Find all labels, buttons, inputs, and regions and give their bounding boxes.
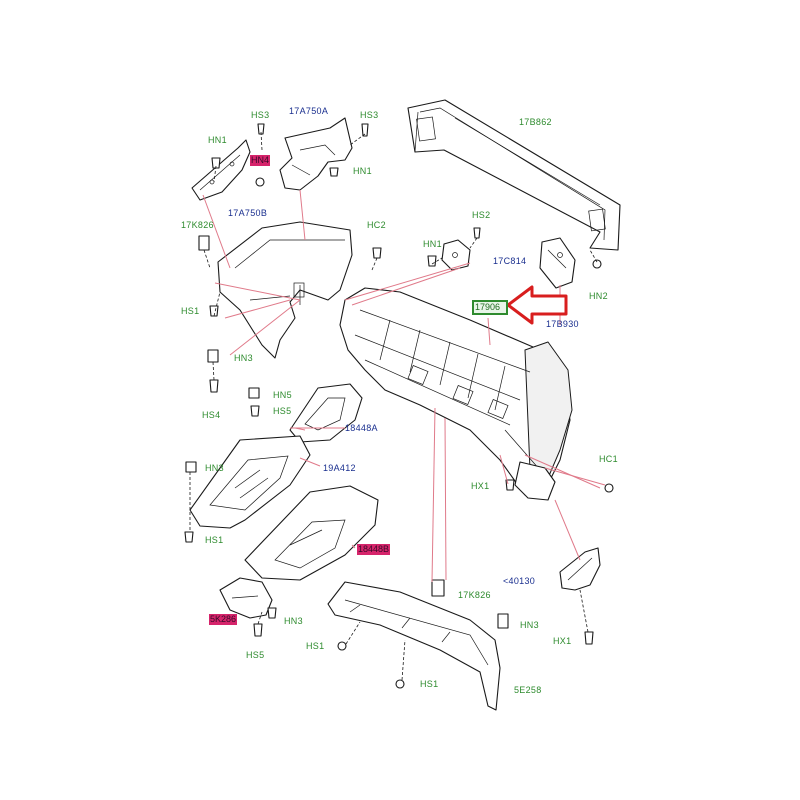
screw-hs1-bottom[interactable]: [395, 679, 405, 689]
callout-17b930: 17B930: [546, 319, 579, 329]
bracket-17c814[interactable]: [441, 239, 471, 271]
callout-hn4-highlight[interactable]: HN4: [250, 155, 271, 166]
callout-hn1-top: HN1: [353, 166, 372, 176]
callout-hn1-left: HN1: [208, 135, 227, 145]
bumper-cover-upper-left[interactable]: [217, 221, 353, 359]
callout-17906-highlight[interactable]: 17906: [472, 300, 508, 315]
callout-5k286-highlight[interactable]: 5K286: [209, 614, 238, 625]
bracket-17a750b[interactable]: [191, 139, 251, 201]
clip-17k826-left[interactable]: [198, 235, 210, 251]
callout-hs1-bottom: HS1: [420, 679, 439, 689]
callout-hs5-bottom: HS5: [246, 650, 265, 660]
screw-hs1-lower-left[interactable]: [184, 531, 194, 543]
callout-17k826-left: 17K826: [181, 220, 214, 230]
clip-hn3-lower[interactable]: [497, 613, 509, 629]
callout-hs3-left: HS3: [251, 110, 270, 120]
callout-hx1-bottom: HX1: [553, 636, 572, 646]
lower-valance-5e258[interactable]: [327, 581, 501, 711]
callout-17k826-lower: 17K826: [458, 590, 491, 600]
callout-hn3-lower: HN3: [520, 620, 539, 630]
nut-hn2[interactable]: [592, 259, 602, 269]
screw-hs3-left[interactable]: [257, 123, 265, 135]
bracket-5k286[interactable]: [219, 577, 273, 619]
leader-lines: [202, 189, 606, 583]
panel-19a412[interactable]: [189, 435, 311, 529]
nut-hn1-left[interactable]: [211, 157, 221, 169]
nut-hn1-top[interactable]: [329, 167, 339, 177]
air-deflector-40130[interactable]: [559, 547, 601, 591]
callout-17b862: 17B862: [519, 117, 552, 127]
callout-5e258: 5E258: [514, 685, 542, 695]
callout-hn1-right: HN1: [423, 239, 442, 249]
callout-hs1-lower-left: HS1: [205, 535, 224, 545]
callout-hn3-left: HN3: [205, 463, 224, 473]
callout-hs4: HS4: [202, 410, 221, 420]
panel-18448b[interactable]: [244, 485, 379, 581]
screw-hn3-bottom[interactable]: [267, 607, 277, 619]
bumper-cover-17906[interactable]: [339, 287, 573, 496]
callout-hn3-bottom: HN3: [284, 616, 303, 626]
callout-hs3-right: HS3: [360, 110, 379, 120]
screw-hx1-bottom[interactable]: [584, 631, 594, 645]
screw-hs1-lower-mid[interactable]: [337, 641, 347, 651]
callout-hn5: HN5: [273, 390, 292, 400]
callout-18448a: 18448A: [345, 423, 378, 433]
callout-17c814: 17C814: [493, 256, 527, 266]
nut-hn1-right[interactable]: [427, 255, 437, 267]
callout-hx1-mid: HX1: [471, 481, 490, 491]
callout-hn3-upper: HN3: [234, 353, 253, 363]
callout-40130: <40130: [503, 576, 536, 586]
clip-hc1[interactable]: [604, 483, 614, 493]
callout-hs2: HS2: [472, 210, 491, 220]
screw-hs3-right[interactable]: [361, 123, 369, 137]
screw-hs2[interactable]: [473, 227, 481, 239]
screw-hs5-bottom[interactable]: [253, 623, 263, 637]
callout-17a750b: 17A750B: [228, 208, 268, 218]
callout-hs1-left: HS1: [181, 306, 200, 316]
callout-hn2: HN2: [589, 291, 608, 301]
highlight-arrow: [506, 285, 568, 325]
callout-18448b-highlight[interactable]: 18448B: [357, 544, 391, 555]
callout-17a750a: 17A750A: [289, 106, 329, 116]
clip-hn3-upper[interactable]: [207, 349, 219, 363]
clip-hc2[interactable]: [372, 247, 382, 259]
screw-hs4[interactable]: [209, 379, 219, 393]
callout-19a412: 19A412: [323, 463, 356, 473]
callout-hc1: HC1: [599, 454, 618, 464]
nut-hn4[interactable]: [255, 177, 265, 187]
clip-hn3-left[interactable]: [185, 461, 197, 473]
callout-hc2: HC2: [367, 220, 386, 230]
callout-hs5-upper: HS5: [273, 406, 292, 416]
bracket-17b930[interactable]: [539, 237, 576, 289]
fastener-leaders: [189, 131, 598, 681]
callout-hs1-lower-mid: HS1: [306, 641, 325, 651]
bumper-reinforcement-beam[interactable]: [407, 99, 621, 251]
bracket-17a750a[interactable]: [279, 117, 353, 191]
clip-hn5[interactable]: [248, 387, 260, 399]
clip-17k826-lower[interactable]: [431, 579, 445, 597]
screw-hs5-upper[interactable]: [250, 405, 260, 417]
